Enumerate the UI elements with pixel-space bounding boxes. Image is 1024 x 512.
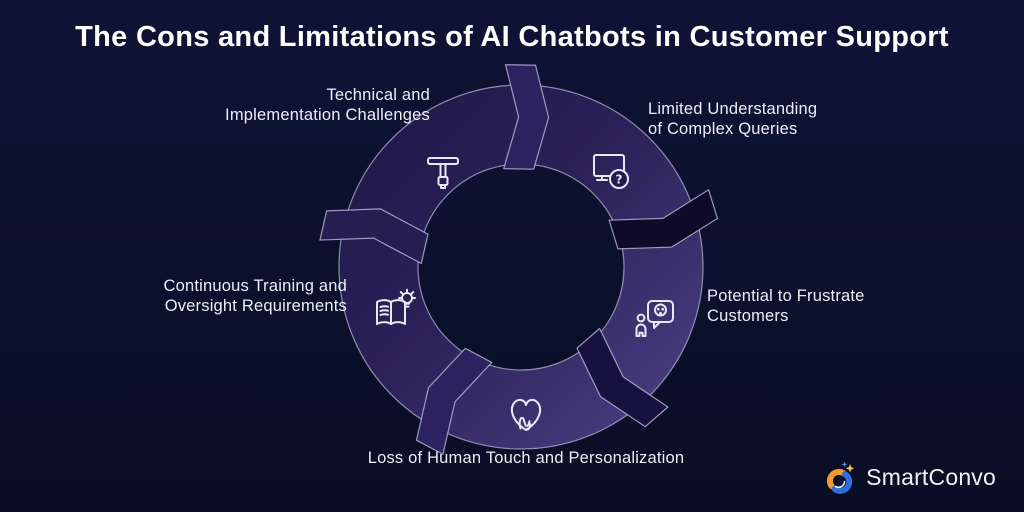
swirl-blue-arc	[831, 471, 853, 494]
page-title: The Cons and Limitations of AI Chatbots …	[75, 21, 949, 53]
segment-separators	[319, 64, 718, 455]
separator-upper-left	[319, 208, 429, 265]
separator-upper-right	[608, 189, 718, 250]
separator-lower-left	[415, 347, 493, 455]
label-line: Technical and	[326, 86, 430, 104]
separator-top	[503, 64, 550, 170]
label-frustrate-customers: Potential to Frustrate Customers	[707, 287, 865, 326]
smartconvo-logo: SmartConvo	[821, 458, 996, 496]
label-line: Implementation Challenges	[225, 105, 430, 124]
label-line: Loss of Human Touch and Personalization	[367, 449, 685, 467]
separator-lower-right	[576, 327, 669, 428]
swirl-orange-arc	[827, 468, 847, 490]
book-lightbulb-icon	[376, 288, 416, 325]
svg-text:?: ?	[616, 173, 623, 187]
label-line: of Complex Queries	[648, 119, 798, 138]
label-line: Potential to Frustrate	[707, 287, 865, 305]
swirl-white-accent	[834, 480, 846, 489]
label-limited-understanding: Limited Understanding of Complex Queries	[648, 100, 817, 139]
label-technical-challenges: Technical and Implementation Challenges	[225, 86, 430, 125]
monitor-question-icon: ?	[593, 154, 629, 189]
t-handle-tool-icon	[427, 157, 459, 189]
sparkle-star-yellow-icon	[845, 464, 855, 473]
hand-in-heart-icon	[511, 398, 541, 431]
person-speech-skull-icon	[635, 300, 674, 337]
label-line: Continuous Training and	[163, 277, 347, 295]
smartconvo-swirl-icon	[827, 461, 855, 494]
label-loss-human-touch: Loss of Human Touch and Personalization	[262, 449, 790, 469]
label-line: Oversight Requirements	[164, 296, 347, 315]
smartconvo-logo-text: SmartConvo	[866, 463, 996, 490]
label-continuous-training: Continuous Training and Oversight Requir…	[164, 277, 347, 316]
label-line: Limited Understanding	[648, 100, 818, 118]
sparkle-star-blue-icon	[841, 461, 848, 468]
label-line: Customers	[707, 306, 789, 325]
swirl-center	[834, 476, 844, 486]
